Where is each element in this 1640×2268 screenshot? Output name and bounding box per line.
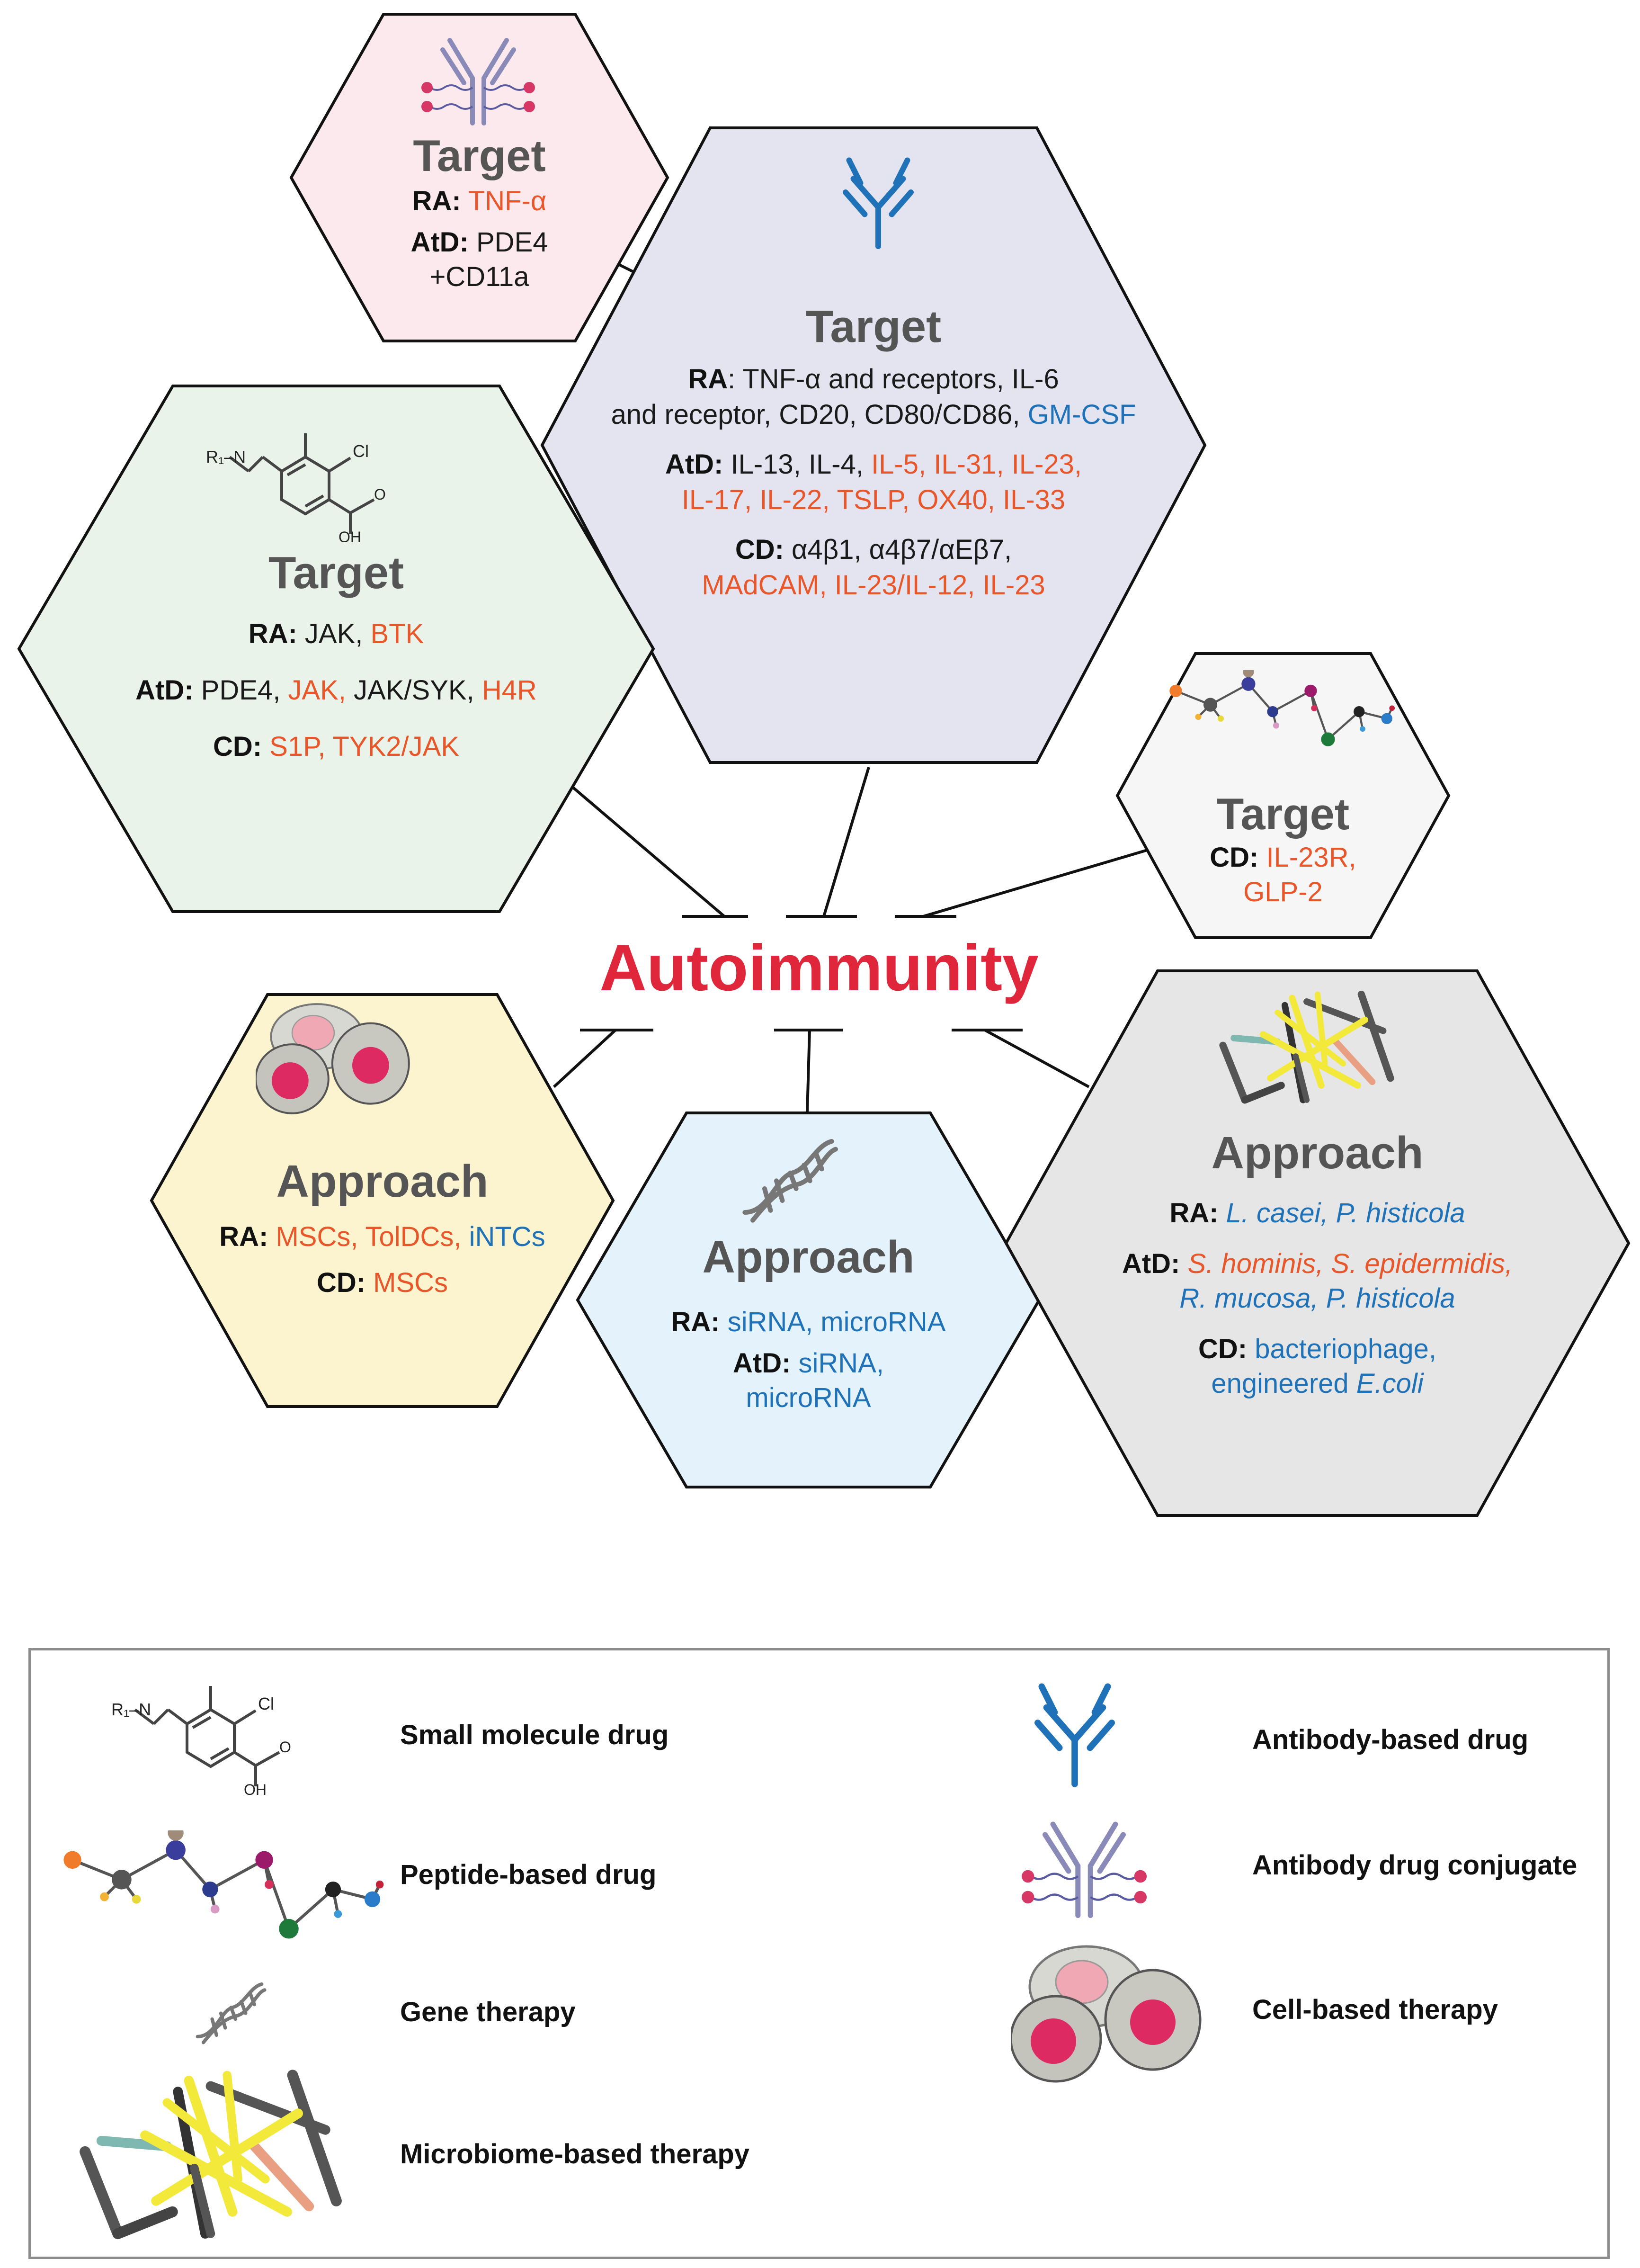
- legend-label-peptide: Peptide-based drug: [400, 1859, 657, 1890]
- cd-line-2: GLP-2: [1243, 877, 1323, 907]
- atd-line-1: AtD: IL-13, IL-4, IL-5, IL-31, IL-23,: [665, 449, 1082, 480]
- connectors: [548, 261, 1156, 1113]
- autoimmunity-label: Autoimmunity: [599, 932, 1039, 1004]
- hex-title: Target: [413, 131, 546, 180]
- cd-line: CD: S1P, TYK2/JAK: [213, 731, 460, 762]
- cd-line: CD: MSCs: [316, 1267, 448, 1298]
- atd-line-2: IL-17, IL-22, TSLP, OX40, IL-33: [681, 484, 1066, 515]
- ra-line: RA: TNF-α: [412, 186, 547, 216]
- antibody-icon: [843, 156, 914, 251]
- hex-adc-target: Target RA: TNF-α AtD: PDE4 +CD11a: [289, 12, 670, 343]
- cd-line-1: CD: α4β1, α4β7/αEβ7,: [735, 534, 1012, 565]
- hex-title: Approach: [276, 1156, 489, 1207]
- hex-microbiome-approach: Approach RA: L. casei, P. histicola AtD:…: [1004, 968, 1631, 1518]
- microbiome-icon: [1212, 990, 1401, 1108]
- hex-title: Approach: [702, 1232, 915, 1282]
- hex-title: Approach: [1211, 1128, 1424, 1178]
- hex-peptide-target: Target CD: IL-23R, GLP-2: [1115, 651, 1451, 940]
- legend-label-microbiome: Microbiome-based therapy: [400, 2139, 750, 2169]
- ra-line: RA: siRNA, microRNA: [671, 1307, 946, 1337]
- atd-line: AtD: PDE4, JAK, JAK/SYK, H4R: [135, 675, 537, 706]
- atd-line-2: +CD11a: [429, 261, 529, 292]
- peptide-icon: [1167, 670, 1399, 760]
- ra-line: RA: JAK, BTK: [248, 619, 424, 649]
- legend-label-small-molecule: Small molecule drug: [400, 1720, 669, 1750]
- ra-line-1: RA: TNF-α and receptors, IL-6: [688, 364, 1059, 394]
- atd-line: AtD: PDE4: [410, 227, 548, 258]
- atd-line-1: AtD: S. hominis, S. epidermidis,: [1122, 1248, 1513, 1279]
- cd-line-2: MAdCAM, IL-23/IL-12, IL-23: [702, 570, 1045, 601]
- hex-title: Target: [805, 301, 942, 352]
- cd-line-1: CD: IL-23R,: [1210, 842, 1356, 873]
- small-molecule-icon: [92, 1681, 291, 1795]
- hex-shape: [1004, 969, 1631, 1517]
- hex-title: Target: [268, 547, 404, 598]
- hex-title: Target: [1216, 789, 1350, 839]
- hex-shape: [576, 1112, 1041, 1488]
- antibody-drug-conjugate-icon: [1016, 1814, 1153, 1918]
- dna-icon: [192, 1963, 267, 2058]
- connector-peptide: [923, 846, 1156, 918]
- hex-cell-approach: Approach RA: MSCs, TolDCs, iNTCs CD: MSC…: [149, 992, 615, 1409]
- connector-small-molecule: [548, 766, 725, 918]
- dna-icon: [731, 1130, 845, 1224]
- hex-shape: [540, 126, 1207, 764]
- cd-line-2: engineered E.coli: [1211, 1368, 1424, 1399]
- antibody-drug-conjugate-icon: [417, 31, 540, 126]
- small-molecule-icon: [187, 429, 386, 542]
- cells-icon: [1011, 1944, 1210, 2086]
- hex-shape: [1115, 652, 1451, 939]
- cells-icon: [256, 1002, 417, 1118]
- atd-line-1: AtD: siRNA,: [733, 1348, 884, 1379]
- connector-cell: [553, 1029, 617, 1088]
- hex-shape: [289, 13, 669, 342]
- cd-line-1: CD: bacteriophage,: [1198, 1334, 1436, 1364]
- connector-microbiome: [984, 1029, 1090, 1088]
- connector-antibody: [822, 767, 870, 917]
- legend-label-antibody: Antibody-based drug: [1252, 1724, 1529, 1755]
- legend: Small molecule drug Peptide-based drug G…: [28, 1648, 1610, 2259]
- hex-antibody-target: Target RA: TNF-α and receptors, IL-6 and…: [540, 126, 1207, 765]
- connector-gene: [806, 1030, 811, 1113]
- legend-label-cell: Cell-based therapy: [1252, 1994, 1498, 2025]
- atd-line-2: R. mucosa, P. histicola: [1179, 1283, 1455, 1314]
- hex-small-molecule-target: Target RA: JAK, BTK AtD: PDE4, JAK, JAK/…: [17, 384, 656, 914]
- ra-line: RA: MSCs, TolDCs, iNTCs: [219, 1221, 545, 1252]
- peptide-icon: [59, 1830, 391, 1958]
- hex-gene-approach: Approach RA: siRNA, microRNA AtD: siRNA,…: [575, 1111, 1042, 1489]
- ra-line-2: and receptor, CD20, CD80/CD86, GM-CSF: [611, 399, 1136, 430]
- antibody-icon: [1034, 1681, 1115, 1790]
- hex-shape: [17, 385, 655, 913]
- microbiome-icon: [69, 2067, 353, 2247]
- legend-label-adc: Antibody drug conjugate: [1252, 1850, 1578, 1881]
- atd-line-2: microRNA: [746, 1382, 871, 1413]
- ra-line: RA: L. casei, P. histicola: [1169, 1198, 1465, 1228]
- legend-label-gene: Gene therapy: [400, 1997, 576, 2027]
